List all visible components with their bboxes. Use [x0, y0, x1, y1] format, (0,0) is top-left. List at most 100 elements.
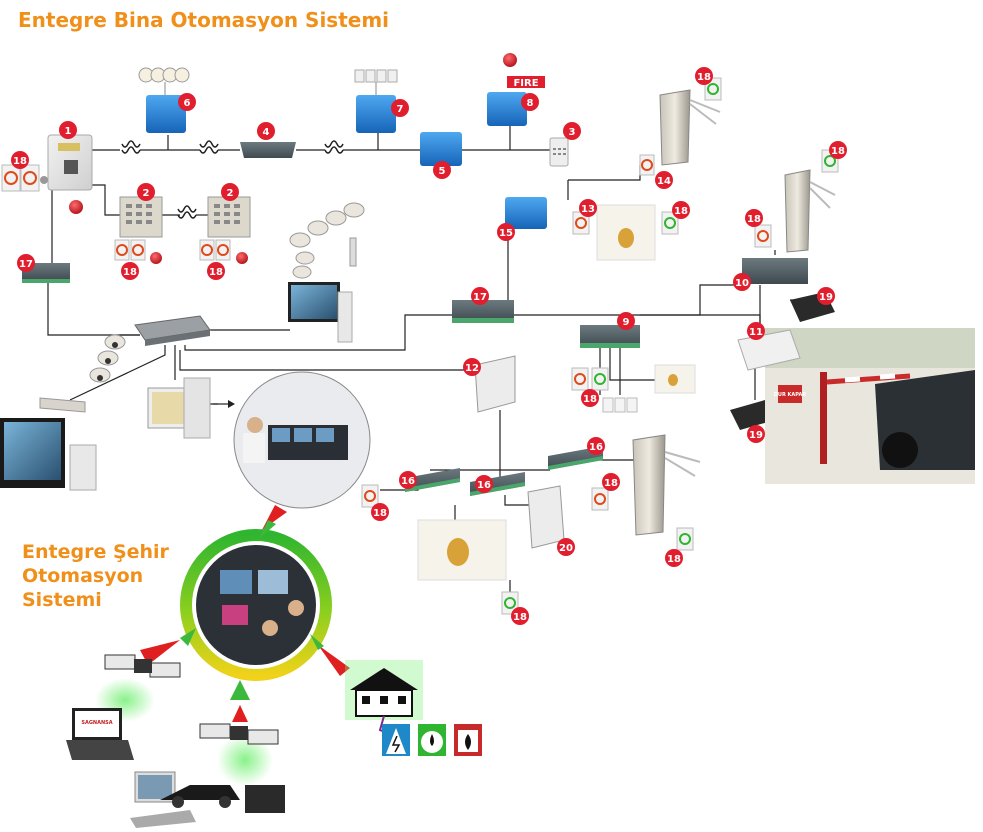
city-title-line1: Entegre Şehir [22, 541, 169, 563]
badge-2b: 2 [221, 183, 239, 201]
io-module-16-c [548, 446, 603, 470]
badge-18-l: 18 [511, 607, 529, 625]
svg-text:16: 16 [401, 476, 415, 487]
badge-20: 20 [557, 538, 575, 556]
svg-text:1: 1 [65, 126, 72, 137]
svg-text:18: 18 [583, 394, 597, 405]
svg-text:18: 18 [747, 214, 761, 225]
svg-text:18: 18 [697, 72, 711, 83]
fire-sign-label: FIRE [513, 78, 538, 89]
smart-house [345, 660, 423, 741]
distribution-cabinet [474, 355, 516, 413]
badge-18-c: 18 [207, 262, 225, 280]
svg-text:2: 2 [227, 188, 234, 199]
badge-18-a: 18 [11, 151, 29, 169]
city-title-line3: Sistemi [22, 589, 102, 611]
badge-18-d: 18 [695, 67, 713, 85]
badge-10: 10 [733, 273, 751, 291]
city-automation-title: Entegre Şehir Otomasyon Sistemi [22, 540, 202, 612]
svg-text:2: 2 [143, 188, 150, 199]
svg-text:18: 18 [373, 508, 387, 519]
svg-text:18: 18 [667, 554, 681, 565]
door-lock-photo-bottom [361, 484, 519, 615]
io-module-9 [571, 325, 696, 413]
svg-text:20: 20 [559, 543, 573, 554]
svg-text:19: 19 [749, 430, 763, 441]
badge-18-j: 18 [602, 473, 620, 491]
svg-text:17: 17 [19, 259, 33, 270]
control-room-photo [233, 371, 371, 509]
svg-text:18: 18 [13, 156, 27, 167]
zone-panel-a [119, 196, 163, 238]
svg-text:5: 5 [439, 166, 446, 177]
building-automation-title: Entegre Bina Otomasyon Sistemi [18, 8, 390, 32]
alpr-workstation [0, 418, 97, 491]
svg-text:12: 12 [465, 363, 479, 374]
lighting-controller [138, 67, 190, 133]
svg-text:14: 14 [657, 176, 671, 187]
water-icon [418, 724, 446, 756]
svg-text:6: 6 [184, 98, 191, 109]
io-module-16-a [405, 468, 460, 492]
door-lock-photo-top [572, 204, 679, 261]
map-workstation [147, 377, 211, 439]
barrier-scene: DUR KAPAR [737, 328, 975, 484]
hub-arrows [140, 505, 350, 722]
badge-8: 8 [521, 93, 539, 111]
badge-19b: 19 [747, 425, 765, 443]
svg-text:16: 16 [477, 480, 491, 491]
badge-12: 12 [463, 358, 481, 376]
io-module-center [452, 300, 514, 323]
gateway-device [240, 142, 296, 158]
access-sensor-group [1, 164, 248, 264]
turnstile-right [742, 149, 839, 284]
city-control-hub [180, 529, 332, 681]
svg-text:16: 16 [589, 442, 603, 453]
badge-4: 4 [257, 122, 275, 140]
svg-text:18: 18 [674, 206, 688, 217]
turnstile-bottom [591, 434, 701, 551]
bullet-camera [39, 397, 86, 413]
network-switch [134, 315, 211, 346]
svg-text:15: 15 [499, 228, 513, 239]
wireless-links [121, 140, 344, 219]
badge-18-m: 18 [0, 0, 14, 3]
badge-16b: 16 [475, 475, 493, 493]
badge-2a: 2 [137, 183, 155, 201]
badge-18-e: 18 [829, 141, 847, 159]
central-controller [420, 132, 462, 166]
access-controller [505, 197, 547, 229]
laptop-brand-label: SAGNANSA [81, 720, 112, 726]
svg-text:18: 18 [831, 146, 845, 157]
badge-14: 14 [655, 171, 673, 189]
badge-16c: 16 [587, 437, 605, 455]
keypad-reader [549, 137, 569, 167]
badge-16a: 16 [399, 471, 417, 489]
fire-controller: FIRE [487, 53, 545, 126]
svg-text:13: 13 [581, 204, 595, 215]
electric-icon [382, 724, 410, 756]
badge-6: 6 [178, 93, 196, 111]
badge-18-h: 18 [581, 389, 599, 407]
badge-18-k: 18 [665, 549, 683, 567]
cctv-monitor [288, 282, 353, 343]
badge-5: 5 [433, 161, 451, 179]
badge-17a: 17 [17, 254, 35, 272]
stop-sign-label: DUR KAPAR [774, 392, 807, 398]
badge-1: 1 [59, 121, 77, 139]
laptop: SAGNANSA [66, 708, 134, 760]
satellite-bottom [199, 723, 279, 786]
badge-18-b: 18 [121, 262, 139, 280]
badge-15: 15 [497, 223, 515, 241]
badge-9: 9 [617, 312, 635, 330]
svg-text:18: 18 [513, 612, 527, 623]
cabinet-20 [527, 485, 565, 549]
badge-19a: 19 [817, 287, 835, 305]
svg-text:17: 17 [473, 292, 487, 303]
vehicle-tracking-setup [130, 771, 285, 828]
svg-text:9: 9 [623, 317, 630, 328]
badge-13: 13 [579, 199, 597, 217]
fire-alarm-panel [47, 134, 93, 214]
city-title-line2: Otomasyon [22, 565, 144, 587]
badge-18-f: 18 [672, 201, 690, 219]
